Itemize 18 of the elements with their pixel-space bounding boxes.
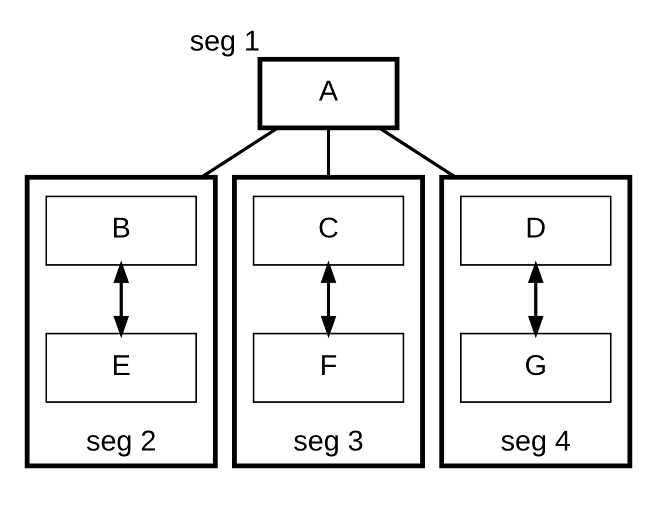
node-box: E xyxy=(45,332,197,402)
connector xyxy=(326,128,330,177)
node-box: F xyxy=(252,332,404,402)
node-label: seg 4 xyxy=(500,425,571,458)
node-label: seg 3 xyxy=(293,425,364,458)
arrow xyxy=(113,260,130,338)
node-label: seg 2 xyxy=(86,425,156,458)
node-box: B xyxy=(45,195,197,266)
cluster xyxy=(439,174,632,468)
node-box: C xyxy=(252,195,404,266)
node-label: seg 1 xyxy=(190,24,260,57)
node-box: G xyxy=(460,332,612,402)
node-box: A xyxy=(258,56,400,130)
cluster xyxy=(24,174,218,468)
node-box: D xyxy=(460,195,612,266)
arrow xyxy=(528,260,544,338)
cluster xyxy=(232,174,425,468)
arrow xyxy=(320,260,336,338)
